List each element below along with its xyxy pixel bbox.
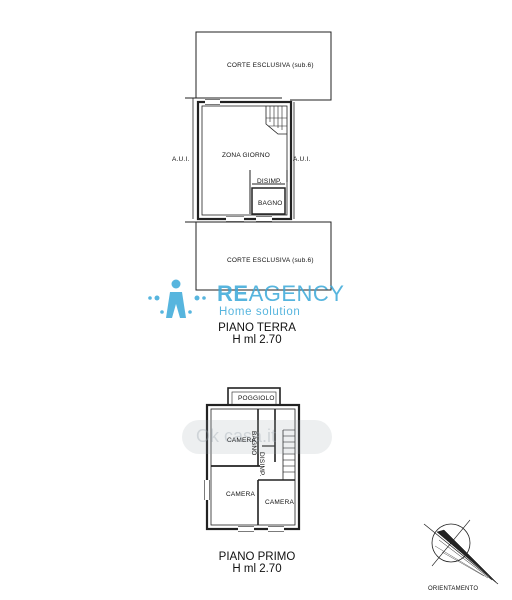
balcony-label: POGGIOLO xyxy=(238,395,275,402)
ground-floor-walls xyxy=(192,98,295,222)
agency-logo-name: REAGENCY xyxy=(217,281,345,306)
ground-floor-title: PIANO TERRA xyxy=(218,322,296,334)
orientation-label: ORIENTAMENTO xyxy=(428,586,479,592)
first-landing-label: DISIMP. xyxy=(258,452,265,477)
agency-logo-subtitle: Home solution xyxy=(219,306,301,318)
ground-bathroom-label: BAGNO xyxy=(258,200,283,207)
compass-rose xyxy=(423,519,499,585)
courtyard-bottom-label: CORTE ESCLUSIVA (sub.6) xyxy=(227,257,314,264)
first-floor-title: PIANO PRIMO xyxy=(218,551,296,563)
agency-logo-icon xyxy=(148,279,206,318)
courtyard-bottom-outline xyxy=(185,221,332,291)
living-area-label: ZONA GIORNO xyxy=(222,152,271,159)
watermark-text: Ok casa.it xyxy=(196,426,277,446)
courtyard-top-label: CORTE ESCLUSIVA (sub.6) xyxy=(227,62,314,69)
ground-landing-label: DISIMP. xyxy=(257,178,282,185)
aui-left-label: A.U.I. xyxy=(172,156,190,163)
bedroom-3-label: CAMERA xyxy=(265,499,295,506)
first-floor-walls xyxy=(204,387,301,532)
courtyard-top-outline xyxy=(185,31,332,101)
watermark-bubble xyxy=(182,420,332,454)
aui-right-label: A.U.I. xyxy=(293,156,311,163)
ground-floor-height: H ml 2.70 xyxy=(232,334,282,346)
bedroom-2-label: CAMERA xyxy=(226,491,256,498)
bedroom-1-label: CAMERA xyxy=(227,437,257,444)
first-floor-height: H ml 2.70 xyxy=(232,563,282,575)
